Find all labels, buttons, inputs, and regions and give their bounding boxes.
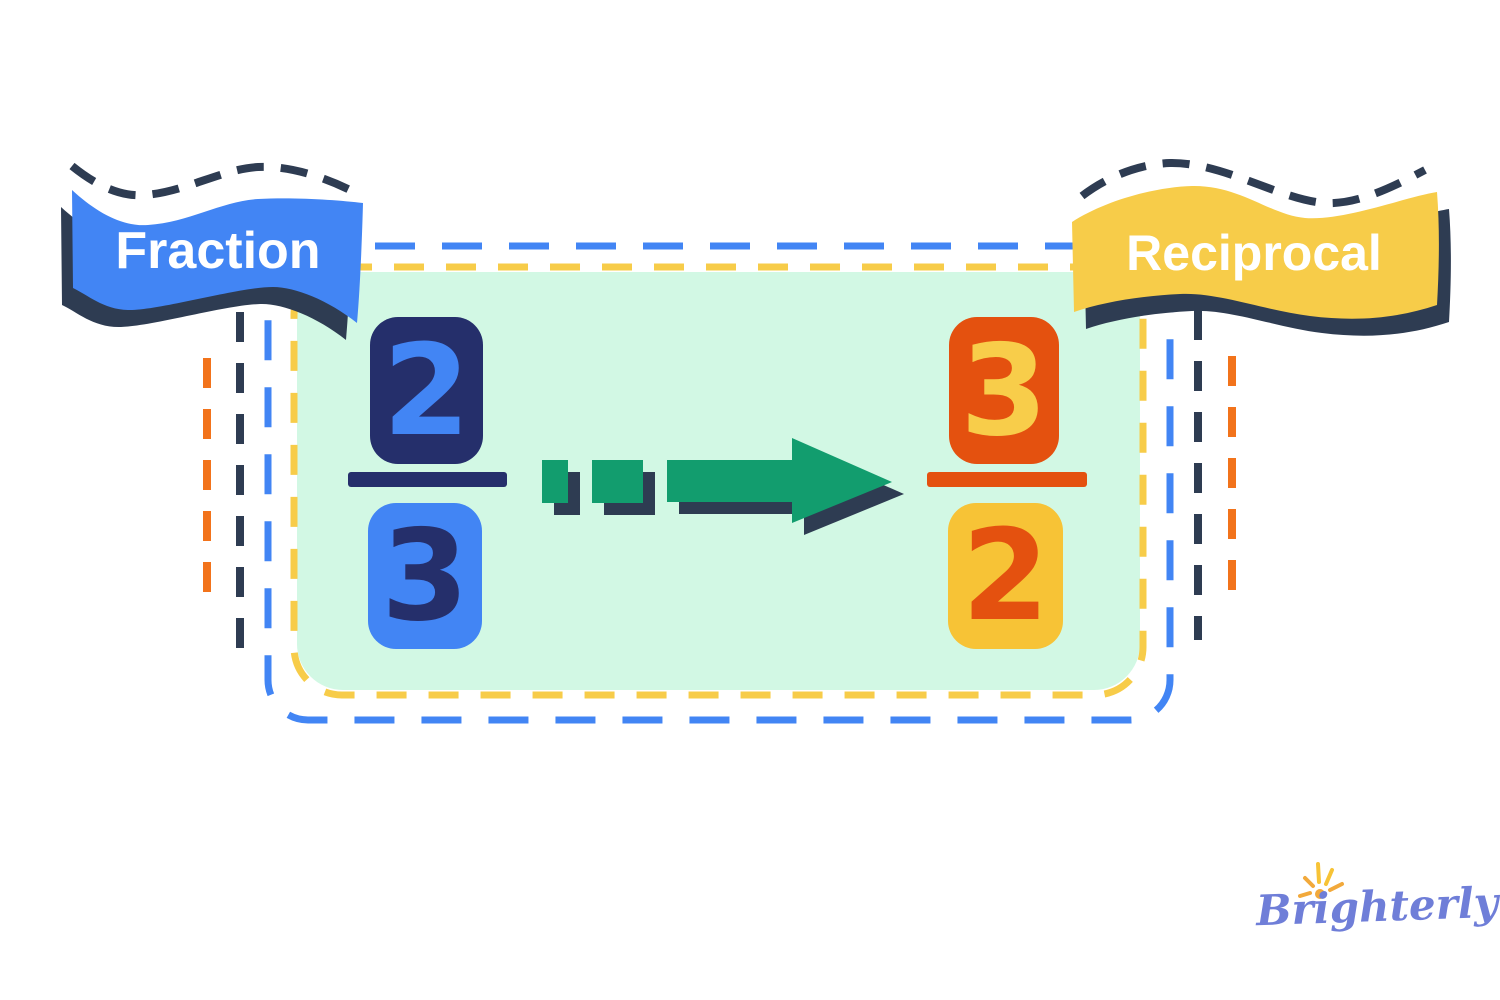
- fraction-banner-ribbon: [72, 190, 363, 323]
- reciprocal-numerator-box: 3: [949, 317, 1059, 464]
- arrow-dash-small: [542, 460, 568, 503]
- reciprocal-banner-dashed-wave: [1079, 158, 1427, 208]
- reciprocal-bar: [927, 472, 1087, 487]
- fraction-banner-dashed-wave: [69, 162, 360, 200]
- fraction-banner-label: Fraction: [115, 222, 320, 280]
- blue-dashed-frame: [264, 242, 1174, 724]
- reciprocal-banner-ribbon: [1072, 185, 1439, 319]
- brighterly-logo: Brighterly: [1255, 856, 1499, 956]
- arrow-green-shapes: [542, 438, 892, 523]
- reciprocal-denominator-box: 2: [948, 503, 1063, 649]
- arrow-body: [667, 460, 792, 502]
- reciprocal-banner-label: Reciprocal: [1126, 225, 1382, 281]
- reciprocal-banner: Reciprocal: [1072, 158, 1451, 336]
- reciprocal-numerator: 3: [960, 316, 1048, 464]
- arrow-dash-medium: [592, 460, 643, 503]
- fraction-denominator-box: 3: [368, 503, 482, 649]
- yellow-dashed-frame: [290, 263, 1147, 699]
- sun-icon: [1298, 862, 1344, 899]
- reciprocal-denominator: 2: [961, 502, 1050, 649]
- arrow-head: [792, 438, 892, 523]
- transform-arrow: [542, 438, 904, 535]
- fraction-numerator: 2: [382, 316, 471, 464]
- fraction-bar: [348, 472, 507, 487]
- fraction-denominator: 3: [381, 502, 469, 649]
- logo-wordmark: Brighterly: [1255, 877, 1499, 936]
- fraction-numerator-box: 2: [370, 317, 483, 464]
- fraction-banner: Fraction: [61, 162, 363, 340]
